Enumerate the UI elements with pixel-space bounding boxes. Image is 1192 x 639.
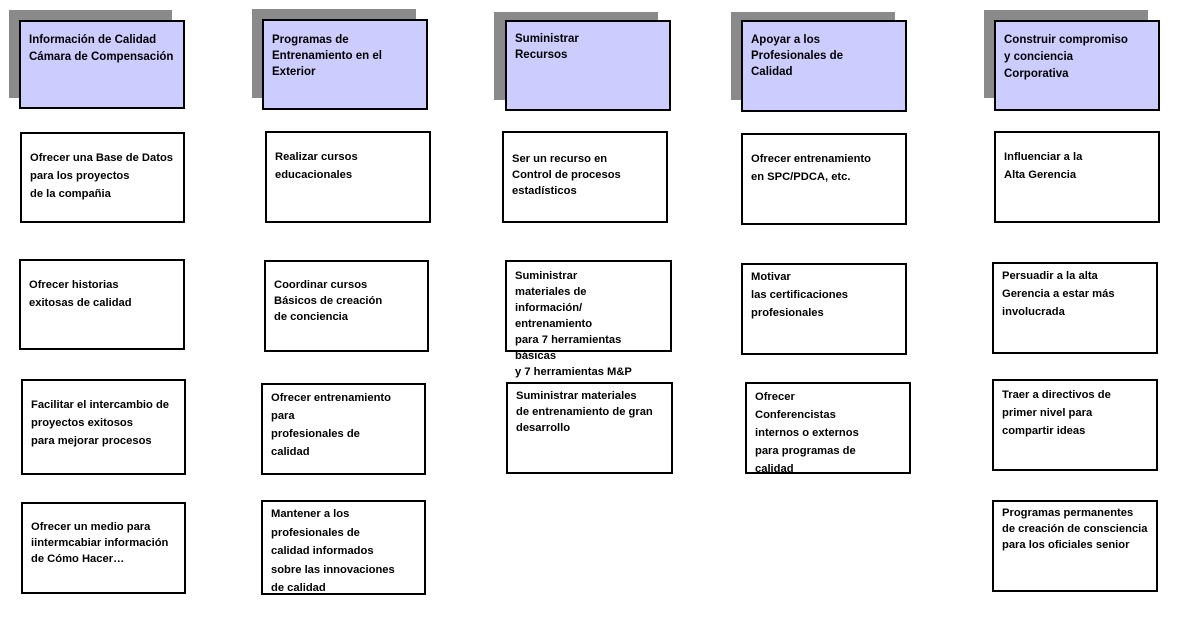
item-box: Suministrar materiales de información/ e… xyxy=(505,260,672,378)
item-box: Persuadir a la alta Gerencia a estar más… xyxy=(992,262,1158,354)
item-box: Ofrecer Conferencistas internos o extern… xyxy=(745,382,911,475)
item-box: Influenciar a la Alta Gerencia xyxy=(994,131,1160,223)
item-box: Mantener a los profesionales de calidad … xyxy=(261,500,426,595)
header-programas-entrenamiento: Programas de Entrenamiento en el Exterio… xyxy=(262,19,428,110)
header-info-calidad: Información de Calidad Cámara de Compens… xyxy=(19,20,185,109)
item-box: Coordinar cursos Básicos de creación de … xyxy=(264,260,429,352)
header-apoyar-profesionales: Apoyar a los Profesionales de Calidad xyxy=(741,20,907,112)
item-box: Traer a directivos de primer nivel para … xyxy=(992,379,1158,471)
item-box: Facilitar el intercambio de proyectos ex… xyxy=(21,379,186,475)
item-box: Programas permanentes de creación de con… xyxy=(992,500,1158,592)
item-box: Ofrecer entrenamiento en SPC/PDCA, etc. xyxy=(741,133,907,225)
item-box: Motivar las certificaciones profesionale… xyxy=(741,263,907,355)
item-box: Suministrar materiales de entrenamiento … xyxy=(506,382,673,474)
item-box: Realizar cursos educacionales xyxy=(265,131,431,223)
item-box: Ofrecer historias exitosas de calidad xyxy=(19,259,185,350)
item-box: Ofrecer una Base de Datos para los proye… xyxy=(20,132,185,223)
header-construir-compromiso: Construir compromiso y conciencia Corpor… xyxy=(994,20,1160,111)
item-box: Ofrecer un medio para iintermcabiar info… xyxy=(21,502,186,594)
header-suministrar-recursos: Suministrar Recursos xyxy=(505,20,671,111)
item-box: Ofrecer entrenamiento para profesionales… xyxy=(261,383,426,475)
item-box: Ser un recurso en Control de procesos es… xyxy=(502,131,668,223)
